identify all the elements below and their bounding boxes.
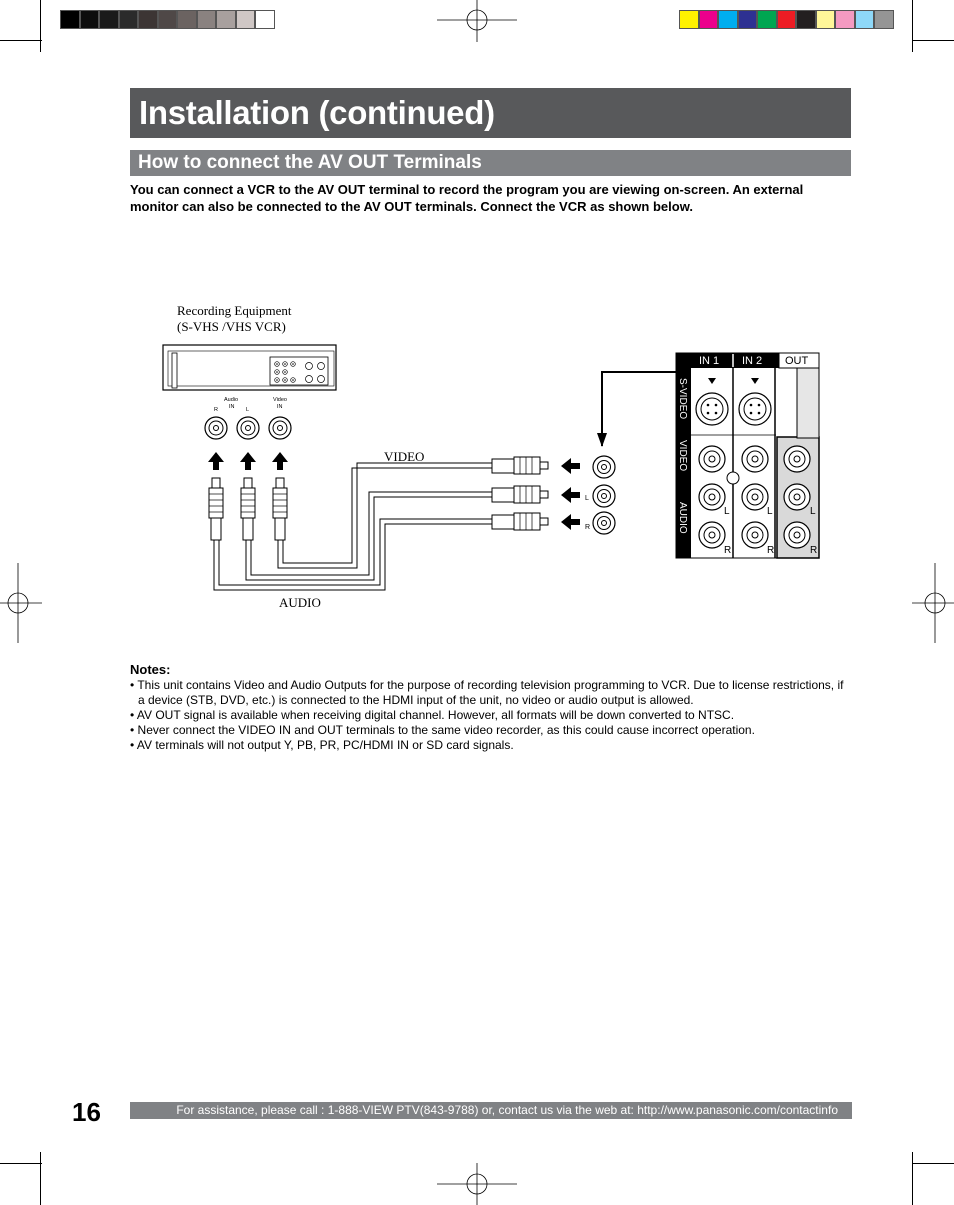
color-swatch (99, 10, 119, 29)
vcr-r-label: R (214, 407, 218, 413)
crop-mark (0, 1163, 42, 1164)
panel-svideo-label: S-VIDEO (677, 378, 688, 419)
panel-audio-label: AUDIO (677, 502, 688, 534)
panel-r-label: R (724, 545, 731, 556)
notes-title: Notes: (130, 662, 171, 677)
page-title: Installation (continued) (139, 94, 495, 131)
device-label-line1: Recording Equipment (177, 303, 292, 318)
color-swatch (196, 10, 216, 29)
footer-bar: For assistance, please call : 1-888-VIEW… (130, 1102, 852, 1119)
panel-r-label: R (767, 545, 774, 556)
color-swatch (60, 10, 80, 29)
vcr-audio-in-label: IN (229, 404, 235, 410)
color-swatch (157, 10, 177, 29)
panel-in1-label: IN 1 (699, 355, 719, 367)
color-swatch (255, 10, 275, 29)
panel-out-label: OUT (785, 355, 809, 367)
intro-paragraph: You can connect a VCR to the AV OUT term… (130, 182, 804, 214)
color-swatch (679, 10, 699, 29)
left-arrow-icon (561, 458, 580, 530)
vcr-input-jacks (204, 416, 292, 440)
audio-cable (213, 491, 492, 591)
crop-mark (912, 40, 954, 41)
panel-l-label: L (724, 506, 730, 517)
device-label-line2: (S-VHS /VHS VCR) (177, 319, 286, 334)
section-bar: How to connect the AV OUT Terminals (130, 150, 851, 176)
color-swatch (796, 10, 816, 29)
panel-r-label: R (810, 545, 817, 556)
color-swatch (835, 10, 855, 29)
color-swatch (718, 10, 738, 29)
vcr-device (162, 344, 337, 391)
panel-video-label: VIDEO (677, 440, 688, 471)
color-swatch (874, 10, 894, 29)
connection-diagram: Recording Equipment (S-VHS /VHS VCR) Aud… (162, 303, 820, 610)
crop-mark (40, 1152, 41, 1205)
crop-mark (912, 1163, 954, 1164)
crop-mark (40, 0, 41, 52)
crop-mark (912, 1152, 913, 1205)
page-number: 16 (72, 1097, 101, 1127)
color-swatch (698, 10, 718, 29)
vcr-video-label: Video (273, 397, 287, 403)
note-item: • AV OUT signal is available when receiv… (130, 708, 735, 722)
audio-cable-label: AUDIO (279, 595, 321, 610)
svideo-jacks (695, 378, 772, 426)
section-title: How to connect the AV OUT Terminals (138, 152, 482, 173)
down-arrow-icon (597, 433, 607, 447)
grayscale-color-bar (60, 10, 275, 29)
vcr-l-label: L (246, 407, 249, 413)
registration-mark-top (437, 0, 517, 42)
color-swatch (235, 10, 255, 29)
tv-output-jacks (592, 455, 616, 535)
color-swatch (737, 10, 757, 29)
color-swatch (79, 10, 99, 29)
color-swatch (776, 10, 796, 29)
color-swatch (118, 10, 138, 29)
note-item: • This unit contains Video and Audio Out… (130, 678, 844, 707)
color-swatch (854, 10, 874, 29)
color-swatch (216, 10, 236, 29)
panel-l-label: L (767, 506, 773, 517)
color-swatch (815, 10, 835, 29)
color-swatch (177, 10, 197, 29)
note-item: • AV terminals will not output Y, PB, PR… (130, 738, 514, 752)
panel-l-label: L (810, 506, 816, 517)
process-color-bar (679, 10, 894, 29)
note-item: • Never connect the VIDEO IN and OUT ter… (130, 723, 755, 737)
panel-in2-label: IN 2 (742, 355, 762, 367)
vcr-video-in-label: IN (277, 404, 283, 410)
jack-r-label: R (585, 524, 590, 531)
color-swatch (138, 10, 158, 29)
video-cable (277, 462, 492, 569)
video-cable-label: VIDEO (384, 449, 424, 464)
color-swatch (757, 10, 777, 29)
title-bar: Installation (continued) (130, 88, 851, 138)
registration-mark-left (0, 563, 42, 643)
vcr-audio-label: Audio (224, 397, 238, 403)
jack-l-label: L (585, 495, 589, 502)
crop-mark (0, 40, 42, 41)
notes-list: • This unit contains Video and Audio Out… (130, 678, 850, 753)
registration-mark-right (912, 563, 954, 643)
registration-mark-bottom (437, 1163, 517, 1205)
crop-mark (912, 0, 913, 52)
rca-plug (208, 477, 288, 541)
up-arrow-icon (208, 452, 288, 470)
panel-rca-jacks (698, 445, 811, 549)
rca-plug (491, 456, 549, 531)
footer-text: For assistance, please call : 1-888-VIEW… (176, 1103, 838, 1117)
